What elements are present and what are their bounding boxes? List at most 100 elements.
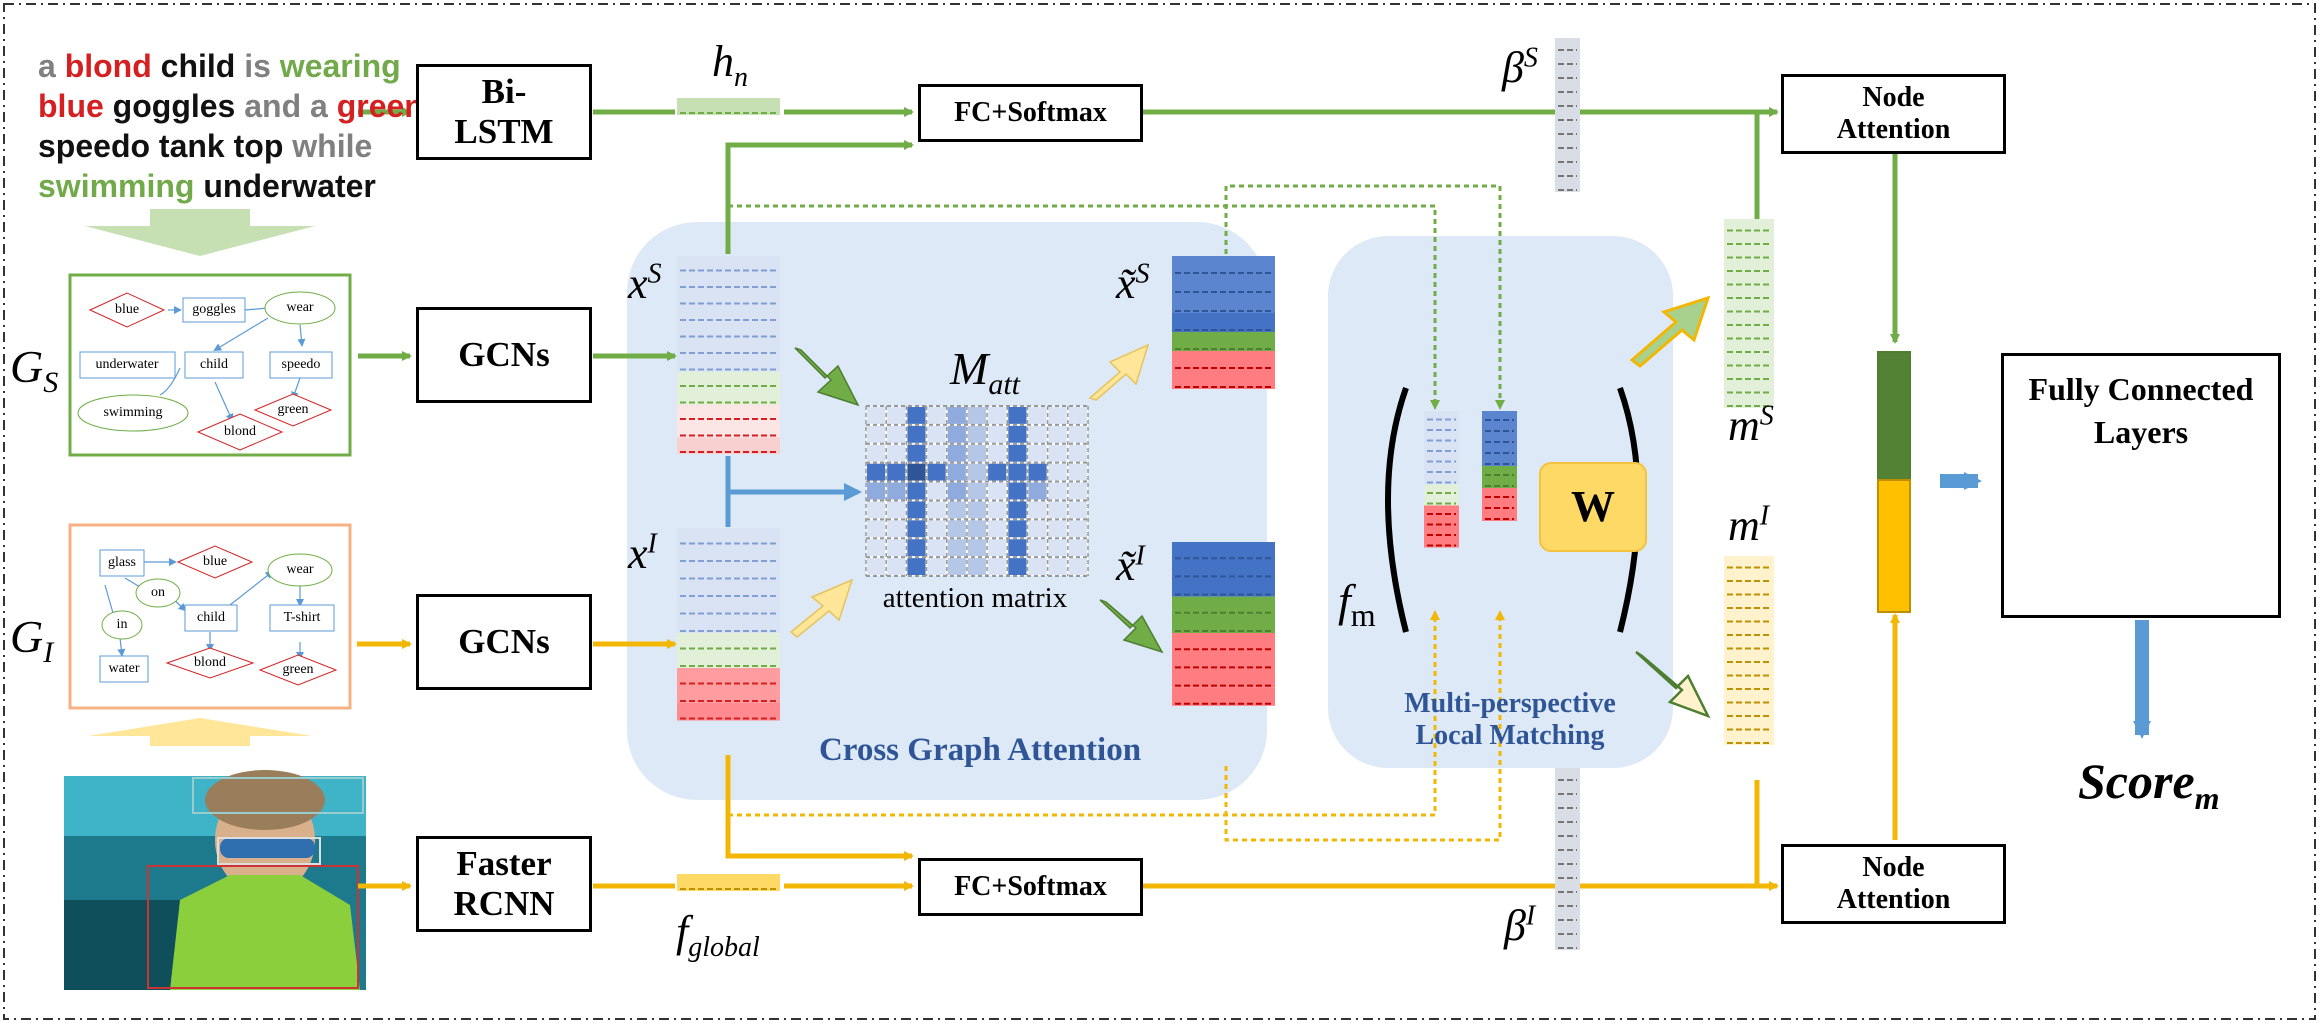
x-s-sup: S: [647, 258, 662, 290]
semantic-node-wear: wear: [286, 300, 314, 315]
m-s-base: m: [1728, 401, 1760, 450]
semantic-node-blond: blond: [224, 424, 256, 439]
beta-i-vector: [1555, 768, 1580, 950]
image-node-glass: glass: [108, 555, 136, 570]
beta-i-base: β: [1504, 901, 1526, 950]
w-matrix-box: W: [1539, 462, 1647, 552]
semantic-graph: [77, 291, 336, 451]
x-i-symbol: xI: [628, 528, 657, 579]
image-node-in: in: [116, 617, 128, 632]
semantic-node-goggles: goggles: [192, 302, 236, 317]
vectors: [677, 38, 1911, 950]
m-att-symbol: Matt: [950, 342, 1020, 402]
image-node-child: child: [197, 610, 225, 625]
g-s-sub: S: [43, 366, 59, 400]
block-arrow-to-ms: [1629, 295, 1711, 368]
xt-i-sup: I: [1135, 540, 1145, 572]
caption-word: while: [292, 128, 373, 164]
image-node-tshirt: T-shirt: [283, 610, 321, 625]
g-s-base: G: [10, 341, 44, 392]
fully-connected-label: Fully Connected Layers: [2028, 371, 2254, 451]
xt-s-sup: S: [1135, 258, 1150, 290]
caption-word: blond: [64, 48, 161, 84]
caption-line: speedo tank top while: [38, 126, 372, 166]
xt-s-vector: [1172, 256, 1275, 389]
m-s-sup: S: [1759, 400, 1774, 432]
x-i-vector: [677, 528, 780, 721]
caption-word: and a: [244, 88, 337, 124]
semantic-node-underwater: underwater: [95, 357, 159, 372]
semantic-node-green: green: [277, 402, 309, 417]
m-att-base: M: [950, 343, 989, 394]
image-to-graph-arrow: [88, 718, 312, 746]
image-node-blond: blond: [194, 655, 226, 670]
image-graph: [99, 545, 338, 686]
gcn-image-box: GCNs: [416, 594, 592, 690]
attention-matrix: [865, 405, 1089, 577]
caption-word: goggles: [112, 88, 245, 124]
f-global-vector: [677, 874, 780, 891]
gcn-image-label: GCNs: [458, 621, 550, 661]
h-n-symbol: hn: [712, 36, 748, 94]
g-i-symbol: GI: [10, 610, 53, 670]
caption-word: child: [160, 48, 245, 84]
semantic-node-blue: blue: [114, 302, 140, 317]
m-s-symbol: mS: [1728, 400, 1774, 451]
node-attention-bottom-label: Node Attention: [1836, 851, 1951, 915]
m-s-vector: [1724, 219, 1774, 408]
image-node-on: on: [151, 585, 165, 600]
w-symbol: W: [1571, 481, 1615, 531]
cross-graph-attention-label: Cross Graph Attention: [818, 732, 1142, 768]
fc-softmax-top-box: FC+Softmax: [918, 84, 1143, 142]
image-node-green: green: [282, 662, 314, 677]
caption-word: green: [336, 88, 424, 124]
fc-softmax-top-label: FC+Softmax: [954, 96, 1107, 128]
beta-s-sup: S: [1523, 42, 1538, 74]
beta-s-symbol: βS: [1502, 42, 1538, 93]
fully-connected-box: Fully Connected Layers: [2001, 353, 2281, 618]
score-base: Score: [2078, 753, 2195, 809]
beta-i-sup: I: [1525, 900, 1536, 932]
h-n-sub: n: [734, 61, 748, 93]
caption-line: blue goggles and a green: [38, 86, 424, 126]
block-arrow-xi-matt: [789, 578, 854, 638]
x-s-symbol: xS: [628, 258, 662, 309]
block-arrow-xs-matt: [794, 347, 860, 407]
caption-line: a blond child is wearing: [38, 46, 401, 86]
attention-matrix-label: attention matrix: [882, 582, 1068, 614]
f-global-symbol: fglobal: [676, 906, 760, 964]
caption-word: wearing: [279, 48, 401, 84]
f-m-sub: m: [1350, 597, 1376, 634]
node-attention-top-label: Node Attention: [1836, 81, 1951, 145]
xt-s-symbol: x̃S: [1116, 258, 1150, 309]
caption-line: swimming underwater: [38, 166, 376, 206]
beta-s-vector: [1555, 38, 1580, 192]
f-m-base: f: [1338, 575, 1351, 626]
xt-s-base: x̃: [1116, 259, 1136, 308]
mplm-label: Multi-perspective Local Matching: [1404, 688, 1616, 752]
faster-rcnn-label: Faster RCNN: [453, 843, 555, 923]
caption-word: speedo tank top: [38, 128, 293, 164]
fm-vector-right: [1482, 411, 1517, 521]
caption-word: blue: [38, 88, 113, 124]
fc-softmax-bottom-label: FC+Softmax: [954, 870, 1107, 902]
x-i-base: x: [628, 529, 648, 578]
node-attention-bottom-box: Node Attention: [1781, 844, 2006, 924]
h-n-vector: [677, 98, 780, 115]
caption-word: swimming: [38, 168, 204, 204]
h-n-base: h: [712, 37, 734, 86]
beta-s-base: β: [1502, 43, 1524, 92]
f-m-symbol: fm: [1338, 574, 1376, 634]
caption-to-graph-arrow: [85, 209, 315, 256]
caption-word: is: [244, 48, 280, 84]
image-node-blue: blue: [202, 554, 228, 569]
m-i-vector: [1724, 556, 1774, 745]
f-global-base: f: [676, 907, 689, 956]
outer-border: [3, 3, 2316, 1020]
bilstm-label: Bi- LSTM: [454, 71, 554, 151]
xt-i-symbol: x̃I: [1116, 540, 1145, 591]
beta-i-symbol: βI: [1504, 900, 1535, 951]
score-symbol: Scorem: [2078, 752, 2220, 817]
